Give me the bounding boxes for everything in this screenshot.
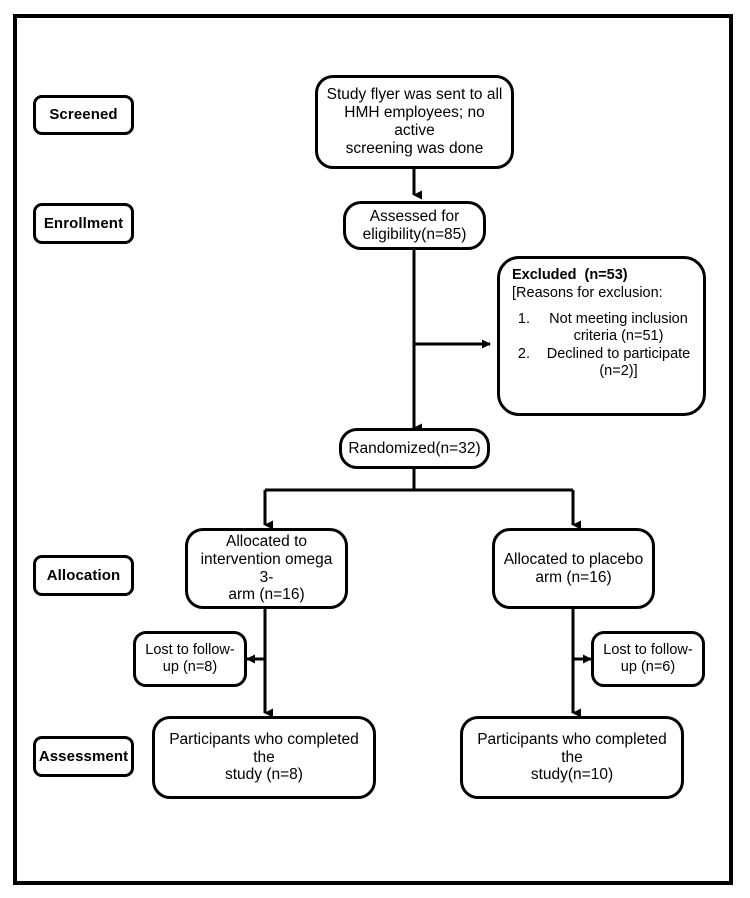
excluded-title: Excluded (n=53) bbox=[512, 267, 628, 283]
node-lost-to-followup-intervention: Lost to follow- up (n=8) bbox=[133, 631, 247, 687]
node-completed-placebo: Participants who completed the study(n=1… bbox=[460, 716, 684, 799]
node-study-flyer: Study flyer was sent to all HMH employee… bbox=[315, 75, 514, 169]
stage-label-enrollment: Enrollment bbox=[33, 203, 134, 244]
node-allocated-placebo: Allocated to placebo arm (n=16) bbox=[492, 528, 655, 609]
excluded-subtitle: [Reasons for exclusion: bbox=[512, 284, 663, 301]
excluded-reason-item: Declined to participate (n=2)] bbox=[534, 346, 693, 380]
excluded-reason-list: Not meeting inclusion criteria (n=51) De… bbox=[512, 311, 693, 380]
node-lost-to-followup-placebo: Lost to follow- up (n=6) bbox=[591, 631, 705, 687]
node-completed-intervention: Participants who completed the study (n=… bbox=[152, 716, 376, 799]
node-randomized: Randomized(n=32) bbox=[339, 428, 490, 469]
node-excluded: Excluded (n=53) [Reasons for exclusion: … bbox=[497, 256, 706, 416]
excluded-reason-item: Not meeting inclusion criteria (n=51) bbox=[534, 311, 693, 345]
stage-label-assessment: Assessment bbox=[33, 736, 134, 777]
node-allocated-intervention: Allocated to intervention omega 3- arm (… bbox=[185, 528, 348, 609]
node-assessed-for-eligibility: Assessed for eligibility(n=85) bbox=[343, 201, 486, 250]
stage-label-allocation: Allocation bbox=[33, 555, 134, 596]
stage-label-screened: Screened bbox=[33, 95, 134, 135]
